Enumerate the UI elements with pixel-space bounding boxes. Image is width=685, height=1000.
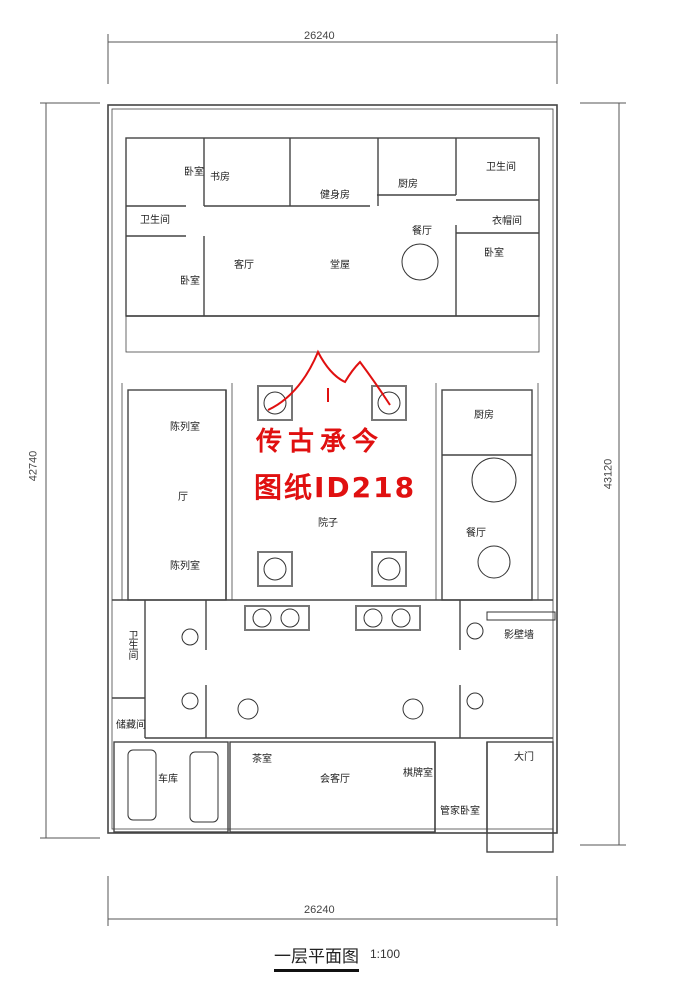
plan-scale: 1:100	[370, 947, 401, 961]
watermark-line1: 传古承今	[256, 427, 385, 457]
room-exhibit-bottom: 陈列室	[170, 561, 200, 572]
room-bath-sw: 卫生间	[126, 630, 137, 660]
tree-planter	[257, 385, 293, 421]
room-reception: 会客厅	[320, 774, 350, 785]
room-kitchen-east: 厨房	[474, 410, 494, 421]
room-bedroom-nw-top: 卧室	[184, 167, 204, 178]
room-screen-wall: 影壁墙	[504, 630, 534, 641]
room-main-gate: 大门	[514, 752, 534, 763]
room-kitchen-north: 厨房	[398, 179, 418, 190]
watermark-line2: 图纸ID218	[254, 471, 417, 504]
room-study: 书房	[210, 172, 230, 183]
room-hall-west: 厅	[178, 492, 188, 503]
room-exhibit-top: 陈列室	[170, 422, 200, 433]
dimension-top: 26240	[304, 30, 335, 42]
room-bedroom-ne: 卧室	[484, 248, 504, 259]
room-storage: 储藏间	[116, 720, 146, 731]
room-bath-nw: 卫生间	[140, 215, 170, 226]
room-courtyard: 院子	[318, 518, 338, 529]
dimension-right: 43120	[602, 458, 615, 490]
room-bedroom-nw-bottom: 卧室	[180, 276, 200, 287]
room-bath-ne: 卫生间	[486, 162, 516, 173]
room-dining-north: 餐厅	[412, 226, 432, 237]
room-steward-bedroom: 管家卧室	[440, 806, 480, 817]
room-closet-ne: 衣帽间	[492, 216, 522, 227]
room-main-hall: 堂屋	[330, 260, 350, 271]
dimension-left: 42740	[27, 450, 40, 482]
room-garage: 车库	[158, 774, 178, 785]
room-chess-room: 棋牌室	[403, 768, 433, 779]
room-living: 客厅	[234, 260, 254, 271]
plan-title: 一层平面图	[274, 942, 359, 972]
room-gym: 健身房	[320, 190, 350, 201]
room-dining-east: 餐厅	[466, 528, 486, 539]
dimension-bottom: 26240	[304, 904, 335, 916]
room-tea-room: 茶室	[252, 754, 272, 765]
